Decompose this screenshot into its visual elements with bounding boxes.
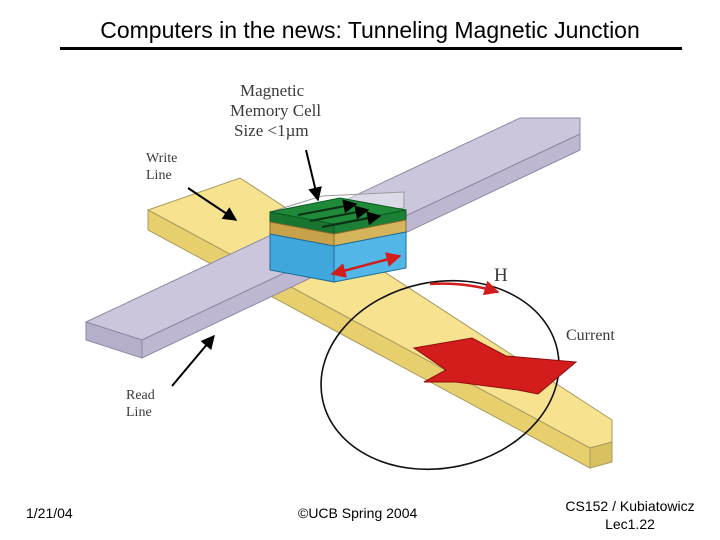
- read-line-pointer: [171, 334, 215, 387]
- footer-lecture-number: Lec1.22: [605, 516, 655, 532]
- footer-date: 1/21/04: [26, 505, 73, 521]
- field-loop: [320, 279, 560, 471]
- footer-copyright: ©UCB Spring 2004: [298, 505, 418, 521]
- memory-cell-stack: [269, 191, 407, 283]
- current-label: Current: [566, 327, 615, 344]
- title-underline: [60, 47, 682, 50]
- read-line-label: Read Line: [126, 388, 158, 420]
- write-line-pointer: [187, 187, 238, 221]
- current-arrow: [412, 337, 578, 395]
- memory-cell-label: Magnetic Memory Cell Size <1µm: [230, 81, 325, 140]
- memory-cell-pointer: [305, 149, 322, 202]
- footer-course-info: CS152 / Kubiatowicz Lec1.22: [545, 497, 715, 533]
- field-label: H: [494, 265, 508, 286]
- slide-title: Computers in the news: Tunneling Magneti…: [100, 17, 640, 43]
- footer-course-name: CS152 / Kubiatowicz: [565, 498, 695, 514]
- write-line-label: Write Line: [146, 151, 181, 183]
